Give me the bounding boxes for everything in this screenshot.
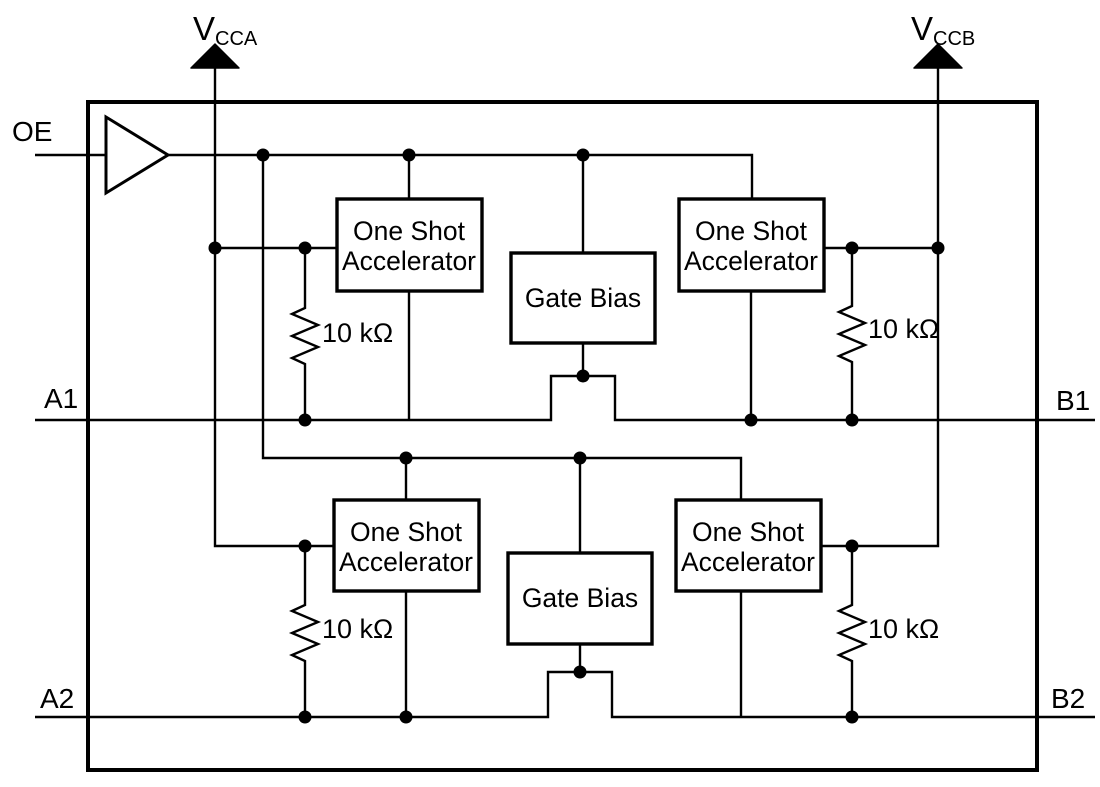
resistor-1-value: 10 kΩ bbox=[322, 318, 393, 348]
vcca-power-triangle-icon bbox=[190, 43, 240, 69]
junction-dot bbox=[845, 413, 859, 427]
wire-channel1-a1-b1 bbox=[35, 374, 1095, 422]
junction-dot bbox=[931, 241, 945, 255]
ic-boundary-box bbox=[86, 100, 1039, 772]
wire-vcca-rail bbox=[213, 68, 334, 548]
one-shot-accelerator-1-label-line1: One Shot bbox=[353, 216, 466, 246]
one-shot-accelerator-2: One Shot Accelerator bbox=[677, 197, 826, 293]
one-shot-accelerator-1-label-line2: Accelerator bbox=[342, 246, 476, 276]
port-label-b1: B1 bbox=[1056, 385, 1090, 416]
resistors: 10 kΩ 10 kΩ 10 kΩ 10 kΩ bbox=[288, 248, 939, 717]
resistor-3-value: 10 kΩ bbox=[322, 614, 393, 644]
vcca-label: V bbox=[193, 10, 215, 47]
one-shot-accelerator-1-box bbox=[335, 197, 484, 293]
resistor-1-symbol bbox=[288, 248, 322, 420]
one-shot-accelerator-3-box bbox=[332, 498, 481, 593]
port-label-a2: A2 bbox=[40, 683, 74, 714]
junction-dot bbox=[298, 413, 312, 427]
vccb-subscript: CCB bbox=[933, 28, 975, 50]
port-label-oe: OE bbox=[12, 116, 52, 147]
junction-dot bbox=[573, 665, 587, 679]
junction-dot bbox=[298, 539, 312, 553]
vccb-label: V bbox=[911, 10, 933, 47]
junction-dots bbox=[208, 148, 945, 724]
vcca-power: V CCA bbox=[190, 10, 258, 69]
one-shot-accelerator-2-label-line1: One Shot bbox=[695, 216, 808, 246]
wire-channel2-a2-b2 bbox=[35, 670, 1095, 719]
junction-dot bbox=[845, 710, 859, 724]
one-shot-accelerator-1: One Shot Accelerator bbox=[335, 197, 484, 293]
junction-dot bbox=[573, 451, 587, 465]
junction-dot bbox=[399, 451, 413, 465]
vcca-subscript: CCA bbox=[215, 28, 258, 50]
one-shot-accelerator-2-label-line2: Accelerator bbox=[684, 246, 818, 276]
junction-dot bbox=[298, 241, 312, 255]
resistor-4-value: 10 kΩ bbox=[868, 614, 939, 644]
junction-dot bbox=[576, 369, 590, 383]
gate-bias-1: Gate Bias bbox=[509, 251, 657, 345]
vccb-power: V CCB bbox=[911, 10, 975, 69]
gate-bias-1-box bbox=[509, 251, 657, 345]
one-shot-accelerator-4-label-line1: One Shot bbox=[692, 517, 805, 547]
one-shot-accelerator-4-label-line2: Accelerator bbox=[681, 547, 815, 577]
wire-oe-branch bbox=[261, 155, 743, 500]
one-shot-accelerator-2-box bbox=[677, 197, 826, 293]
junction-dot bbox=[399, 710, 413, 724]
junction-dot bbox=[402, 148, 416, 162]
port-label-a1: A1 bbox=[44, 383, 78, 414]
oe-buffer-icon bbox=[104, 114, 171, 196]
wire-oe-line bbox=[35, 153, 754, 199]
port-labels: OE A1 A2 B1 B2 bbox=[12, 116, 1090, 714]
junction-dot bbox=[845, 241, 859, 255]
resistor-2-symbol bbox=[835, 248, 869, 420]
wire-vccb-rail bbox=[821, 68, 940, 548]
port-label-b2: B2 bbox=[1051, 683, 1085, 714]
gate-bias-2-label: Gate Bias bbox=[522, 583, 638, 613]
junction-dot bbox=[845, 539, 859, 553]
resistor-3-symbol bbox=[288, 546, 322, 717]
vccb-power-triangle-icon bbox=[913, 43, 963, 69]
gate-bias-2: Gate Bias bbox=[506, 551, 654, 646]
one-shot-accelerator-4: One Shot Accelerator bbox=[674, 498, 823, 593]
junction-dot bbox=[744, 413, 758, 427]
junction-dot bbox=[208, 241, 222, 255]
resistor-2-value: 10 kΩ bbox=[868, 314, 939, 344]
one-shot-accelerator-4-box bbox=[674, 498, 823, 593]
gate-bias-2-box bbox=[506, 551, 654, 646]
one-shot-accelerator-3-label-line1: One Shot bbox=[350, 517, 463, 547]
gate-bias-1-label: Gate Bias bbox=[525, 283, 641, 313]
resistor-4-symbol bbox=[835, 546, 869, 717]
one-shot-accelerator-3: One Shot Accelerator bbox=[332, 498, 481, 593]
junction-dot bbox=[576, 148, 590, 162]
junction-dot bbox=[298, 710, 312, 724]
one-shot-accelerator-3-label-line2: Accelerator bbox=[339, 547, 473, 577]
junction-dot bbox=[256, 148, 270, 162]
